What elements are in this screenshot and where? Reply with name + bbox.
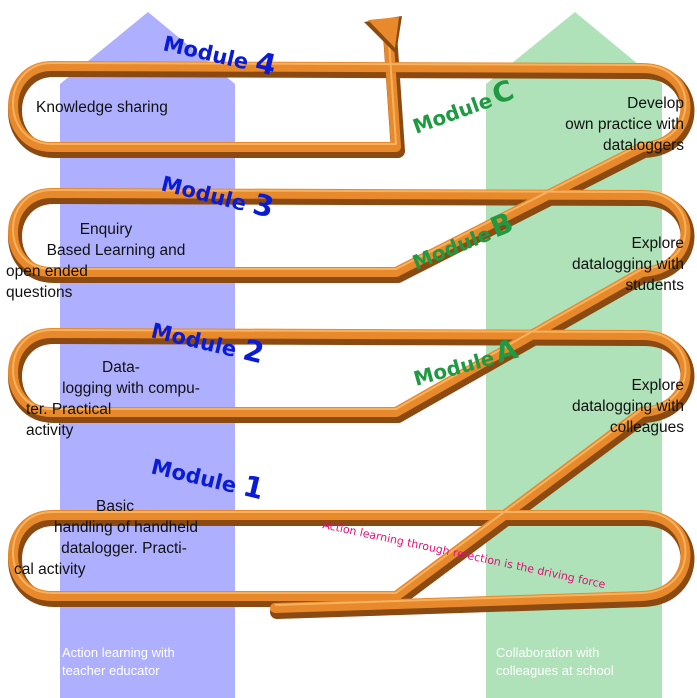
module-4-description: Knowledge sharing (36, 97, 168, 118)
ribbon-arrowhead (364, 16, 402, 54)
right-caption-line-1: Collaboration with (496, 645, 600, 660)
right-column-arrow (486, 12, 662, 698)
module-1-line-3: datalogger. Practi- (61, 540, 187, 557)
module-2-line-1: Data- (102, 359, 140, 376)
module-3-description: Enquiry Based Learning and open ended qu… (6, 219, 238, 303)
module-2-description: Data- logging with compu- ter. Practical… (26, 357, 236, 441)
module-a-line-1: Explore (631, 377, 684, 394)
left-caption-line-2: teacher educator (62, 663, 160, 678)
module-2-line-3: ter. Practical (26, 401, 112, 418)
module-1-description: Basic handling of handheld datalogger. P… (6, 496, 234, 580)
module-2-line-2: logging with compu- (62, 380, 200, 397)
module-a-line-3: colleagues (609, 419, 684, 436)
right-caption-line-2: colleagues at school (496, 663, 614, 678)
right-column-caption: Collaboration with colleagues at school (496, 644, 614, 680)
module-2-line-4: activity (26, 422, 74, 439)
module-1-line-2: handling of handheld (54, 519, 198, 536)
module-1-number: 1 (240, 469, 268, 507)
module-c-line-3: dataloggers (602, 137, 684, 154)
module-a-line-2: datalogging with (571, 398, 684, 415)
module-4-line-1: Knowledge sharing (36, 99, 168, 116)
left-column-caption: Action learning with teacher educator (62, 644, 175, 680)
module-3-line-1: Enquiry (79, 221, 133, 238)
module-a-description: Explore datalogging with colleagues (470, 375, 684, 438)
module-1-line-1: Basic (96, 498, 134, 515)
module-b-line-3: students (625, 277, 684, 294)
module-c-line-2: own practice with (565, 116, 684, 133)
module-b-line-2: datalogging with (571, 256, 684, 273)
module-3-line-3: open ended (6, 263, 88, 280)
module-3-line-4: questions (6, 284, 73, 301)
module-b-description: Explore datalogging with students (470, 233, 684, 296)
left-caption-line-1: Action learning with (62, 645, 175, 660)
module-c-description: Develop own practice with dataloggers (470, 93, 684, 156)
left-column-arrow (60, 12, 235, 698)
module-3-line-2: Based Learning and (46, 242, 186, 259)
module-b-line-1: Explore (631, 235, 684, 252)
module-1-line-4: cal activity (14, 561, 86, 578)
module-c-line-1: Develop (627, 95, 684, 112)
